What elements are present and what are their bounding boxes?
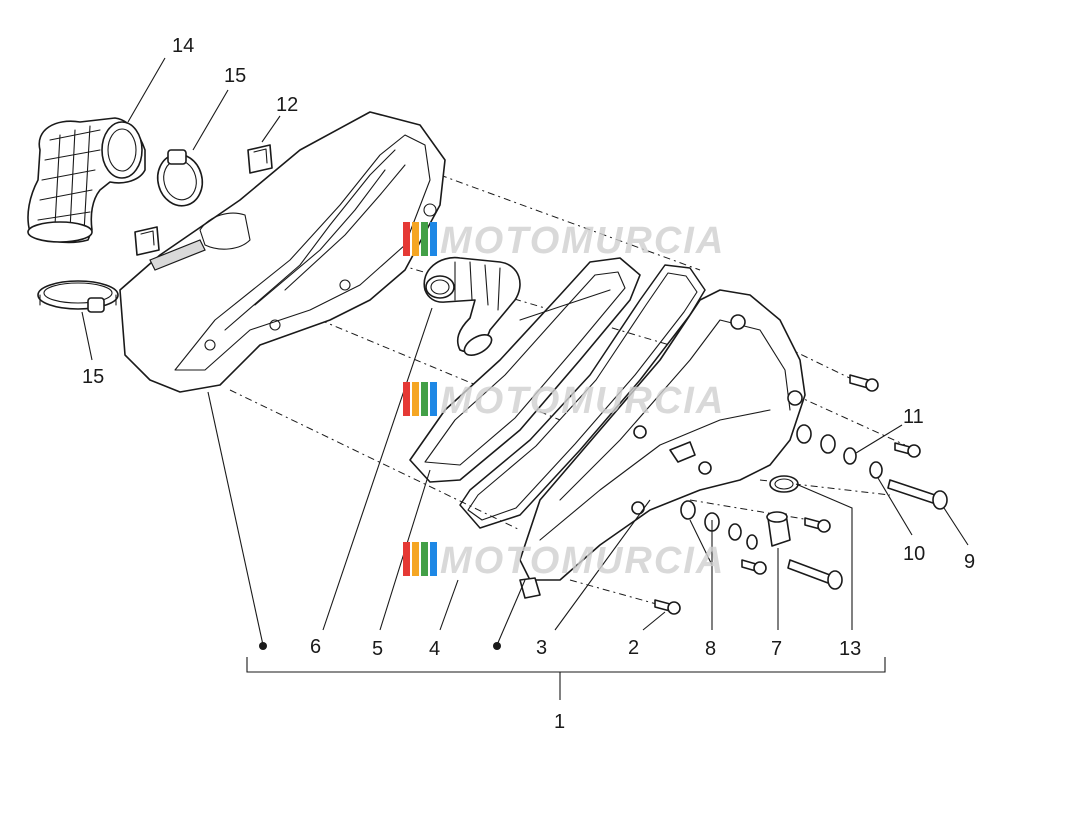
washer-set-8 (680, 500, 758, 550)
long-bolt-9 (887, 479, 948, 510)
callout-8: 8 (705, 638, 716, 660)
watermark-stripe-blue (430, 542, 437, 576)
watermark-top: MOTOMURCIA (403, 220, 725, 262)
watermark-stripe-orange (412, 542, 419, 576)
reference-dot-middle (493, 642, 501, 650)
watermark-text: MOTOMURCIA (440, 380, 725, 422)
watermark-stripe-orange (412, 382, 419, 416)
callout-2: 2 (628, 637, 639, 659)
watermark-stripe-green (421, 542, 428, 576)
intake-elbow-duct (27, 117, 146, 244)
callout-15-lower: 15 (82, 366, 104, 388)
leader-lines (81, 57, 969, 700)
watermark-stripe-red (403, 382, 410, 416)
watermark-stripe-blue (430, 382, 437, 416)
long-bolt-lower (787, 559, 843, 590)
hose-clamp-13 (769, 475, 799, 493)
callout-labels: 14 15 12 15 11 10 9 6 5 4 3 2 8 7 13 1 (82, 35, 975, 733)
watermark-bottom: MOTOMURCIA (403, 540, 725, 582)
screw-lower (741, 559, 767, 575)
callout-9: 9 (964, 551, 975, 573)
washer-set-11 (796, 424, 857, 465)
watermark-stripe-red (403, 222, 410, 256)
callout-14: 14 (172, 35, 194, 57)
callout-1: 1 (554, 711, 565, 733)
watermark-stripe-green (421, 382, 428, 416)
screw-middle (804, 517, 831, 533)
screw-2 (654, 599, 681, 615)
callout-6: 6 (310, 636, 321, 658)
hose-clamp-lower (37, 280, 119, 313)
callout-10: 10 (903, 543, 925, 565)
callout-11: 11 (903, 406, 924, 428)
callout-12: 12 (276, 94, 298, 116)
drain-cap-7 (766, 511, 791, 547)
air-box-cover (519, 289, 806, 599)
callout-15-upper: 15 (224, 65, 246, 87)
washer-10 (869, 461, 883, 479)
watermark-middle: MOTOMURCIA (403, 380, 725, 422)
screw-upper-right (849, 374, 879, 392)
callout-5: 5 (372, 638, 383, 660)
hose-clamp-upper (156, 149, 204, 207)
filter-element (409, 257, 641, 483)
watermark-text: MOTOMURCIA (440, 220, 725, 262)
speed-nut-lower (134, 226, 160, 256)
watermark-text: MOTOMURCIA (440, 540, 725, 582)
callout-4: 4 (429, 638, 440, 660)
callout-7: 7 (771, 638, 782, 660)
screw-right-middle (894, 442, 921, 458)
watermark-stripe-green (421, 222, 428, 256)
connector-sleeve (423, 256, 521, 357)
watermark-stripe-orange (412, 222, 419, 256)
gasket-ring (459, 264, 706, 529)
watermark-stripe-red (403, 542, 410, 576)
reference-dot-left (259, 642, 267, 650)
callout-13: 13 (839, 638, 861, 660)
callout-3: 3 (536, 637, 547, 659)
watermark-stripe-blue (430, 222, 437, 256)
speed-nut-upper (247, 144, 273, 174)
air-box-housing (119, 111, 446, 393)
